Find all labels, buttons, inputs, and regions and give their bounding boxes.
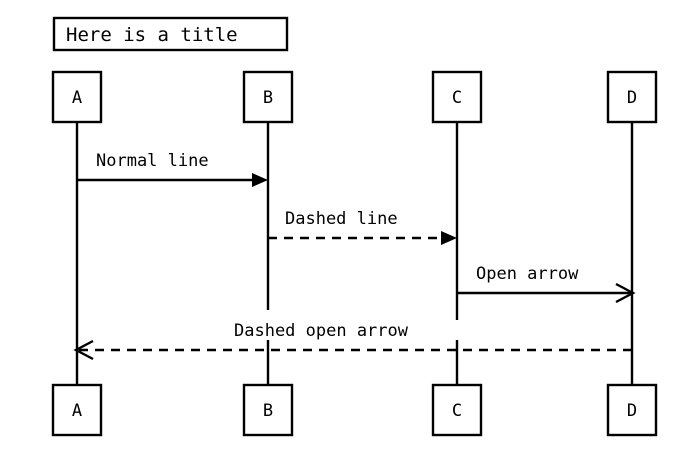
message-label-2: Dashed line <box>285 209 398 229</box>
participant-head-a[interactable]: A <box>51 70 103 124</box>
participant-box-b <box>242 70 294 124</box>
arrowhead-filled-1 <box>252 173 268 187</box>
participant-foot-c[interactable]: C <box>431 383 483 437</box>
arrowhead-filled-2 <box>441 231 457 245</box>
participant-box-c <box>431 70 483 124</box>
title-box <box>52 16 289 52</box>
message-dashed-line[interactable]: Dashed line <box>268 209 457 245</box>
message-open-arrow[interactable]: Open arrow <box>457 264 636 304</box>
diagram-title: Here is a title <box>52 16 289 52</box>
message-label-4: Dashed open arrow <box>234 321 409 341</box>
participant-label-c-bottom: C <box>452 401 462 421</box>
participant-box-a-bottom <box>51 383 103 437</box>
participant-label-a-bottom: A <box>72 401 82 421</box>
participant-box-d-bottom <box>606 383 658 437</box>
arrowhead-open-3 <box>615 282 636 304</box>
participant-label-d-bottom: D <box>627 401 637 421</box>
participant-foot-d[interactable]: D <box>606 383 658 437</box>
message-normal-line[interactable]: Normal line <box>77 151 268 187</box>
participant-label-b-bottom: B <box>263 401 273 421</box>
arrowhead-open-4 <box>73 339 94 361</box>
message-label-1: Normal line <box>96 151 209 171</box>
participant-head-d[interactable]: D <box>606 70 658 124</box>
participant-label-a: A <box>72 88 82 108</box>
participant-box-c-bottom <box>431 383 483 437</box>
participant-box-d <box>606 70 658 124</box>
participant-label-b: B <box>263 88 273 108</box>
title-label: Here is a title <box>66 24 238 46</box>
participant-head-c[interactable]: C <box>431 70 483 124</box>
participant-box-a <box>51 70 103 124</box>
participant-foot-b[interactable]: B <box>242 383 294 437</box>
participant-label-c: C <box>452 88 462 108</box>
participant-box-b-bottom <box>242 383 294 437</box>
participant-head-b[interactable]: B <box>242 70 294 124</box>
participant-foot-a[interactable]: A <box>51 383 103 437</box>
message-dashed-open-arrow[interactable]: Dashed open arrow <box>73 320 632 361</box>
message-label-3: Open arrow <box>476 264 579 284</box>
message-label-4-backdrop <box>230 320 480 340</box>
participant-label-d: D <box>627 88 637 108</box>
